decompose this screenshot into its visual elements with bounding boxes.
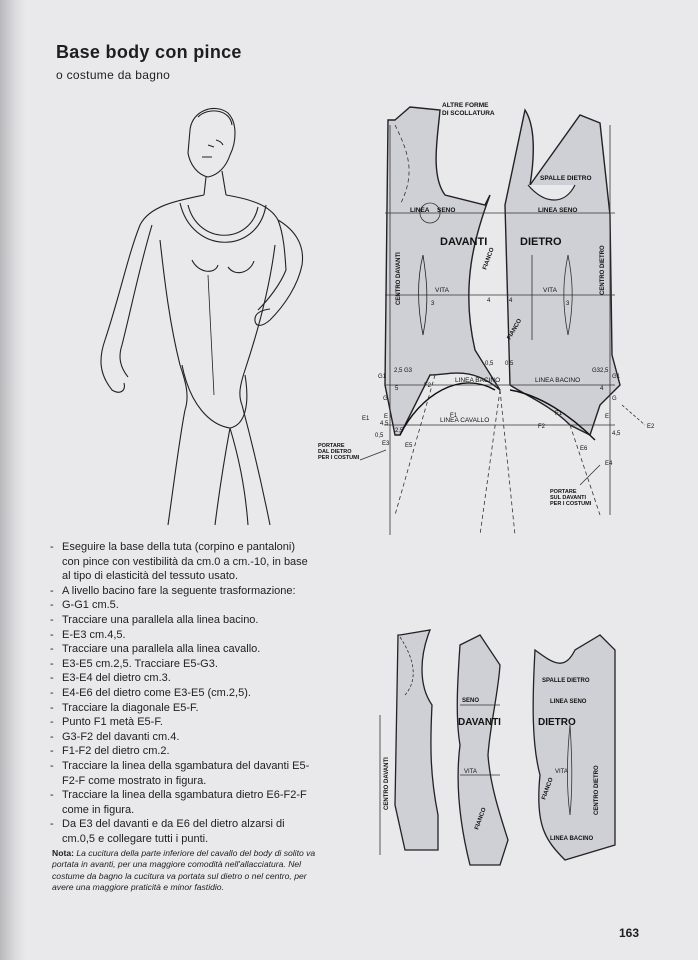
page-number: 163 xyxy=(619,926,640,940)
measure-3b: 3 xyxy=(566,301,570,307)
label-portare-davanti-1: PORTARE xyxy=(550,489,577,495)
point-E5: E5 xyxy=(405,443,413,449)
note-paragraph: Nota: La cucitura della parte inferiore … xyxy=(52,848,327,894)
final-label-spalle-dietro: SPALLE DIETRO xyxy=(542,678,590,684)
label-linea: LINEA xyxy=(410,207,430,214)
instructions-list: -Eseguire la base della tuta (corpino e … xyxy=(50,540,315,846)
instruction-step: -Punto F1 metà E5-F. xyxy=(50,716,163,729)
instruction-step: -G3-F2 del davanti cm.4. xyxy=(50,730,180,743)
final-label-centro-davanti: CENTRO DAVANTI xyxy=(384,757,390,810)
point-F1: F1 xyxy=(450,413,458,419)
instruction-step: -Tracciare la linea della sgambatura die… xyxy=(50,789,307,816)
label-vita-back: VITA xyxy=(543,287,558,294)
page-subtitle: o costume da bagno xyxy=(56,68,171,82)
instruction-step: -Eseguire la base della tuta (corpino e … xyxy=(50,541,308,583)
point-E2: E2 xyxy=(647,424,655,430)
point-G3b: G3 xyxy=(592,368,601,374)
label-linea-cavallo: LINEA CAVALLO xyxy=(440,417,489,424)
label-linea-bacino-front: LINEA BACINO xyxy=(455,377,500,384)
instruction-step: -Tracciare la linea della sgambatura del… xyxy=(50,759,310,787)
measure-4-5b: 4,5 xyxy=(612,431,621,437)
final-label-centro-dietro: CENTRO DIETRO xyxy=(594,765,600,815)
fashion-figure-illustration xyxy=(100,108,304,526)
point-F2b: F2 xyxy=(538,424,546,430)
point-G: G xyxy=(383,396,388,402)
page-title: Base body con pince xyxy=(56,42,242,62)
instruction-step: -F1-F2 del dietro cm.2. xyxy=(50,745,170,758)
front-neck-piece xyxy=(394,629,439,851)
final-pattern-pieces: SPALLE DIETRO SENO LINEA SENO VITA VITA … xyxy=(379,629,616,866)
book-spine-shadow xyxy=(0,0,26,960)
instruction-step: -Da E3 del davanti e da E6 del dietro al… xyxy=(50,818,285,845)
instruction-step: -Tracciare una parallela alla linea baci… xyxy=(50,613,259,626)
label-davanti: DAVANTI xyxy=(440,236,487,248)
measure-4b: 4 xyxy=(509,298,513,304)
measure-5: 5 xyxy=(395,386,399,392)
label-portare-dietro-2: DAL DIETRO xyxy=(318,449,352,455)
final-label-davanti: DAVANTI xyxy=(458,717,501,728)
instruction-step: -E3-E4 del dietro cm.3. xyxy=(50,672,171,685)
measure-2-5: 2,5 xyxy=(394,368,403,374)
label-portare-davanti-2: SUL DAVANTI xyxy=(550,495,587,501)
label-linea-bacino-back: LINEA BACINO xyxy=(535,377,580,384)
label-centro-dietro: CENTRO DIETRO xyxy=(600,245,606,295)
label-portare-davanti-3: PER I COSTUMI xyxy=(550,501,592,507)
point-E3: E3 xyxy=(382,441,390,447)
point-G3: G3 xyxy=(404,368,413,374)
point-G1b: G1 xyxy=(612,374,621,380)
instruction-step: -E4-E6 del dietro come E3-E5 (cm.2,5). xyxy=(50,686,251,699)
final-label-dietro: DIETRO xyxy=(538,717,576,728)
final-label-seno: SENO xyxy=(462,698,479,704)
final-label-vita-front: VITA xyxy=(464,769,477,775)
instruction-step: -G-G1 cm.5. xyxy=(50,599,119,612)
label-linea-seno: LINEA SENO xyxy=(538,207,578,214)
point-G1: G1 xyxy=(378,374,387,380)
instruction-step: -Tracciare una parallela alla linea cava… xyxy=(50,643,261,656)
instruction-step: -A livello bacino fare la seguente trasf… xyxy=(50,584,296,597)
instruction-step: -E3-E5 cm.2,5. Tracciare E5-G3. xyxy=(50,657,218,670)
instruction-step: -E-E3 cm.4,5. xyxy=(50,628,126,641)
label-portare-dietro-3: PER I COSTUMI xyxy=(318,455,360,461)
point-E: E xyxy=(384,414,388,420)
label-fianco-upper: FIANCO xyxy=(482,247,496,271)
measure-2-5c: 2,5 xyxy=(600,368,609,374)
measure-4-5: 4,5 xyxy=(380,421,389,427)
final-label-vita-back: VITA xyxy=(555,769,568,775)
point-E4: E4 xyxy=(605,461,613,467)
bodysuit-pattern-draft: ALTRE FORME DI SCOLLATURA SPALLE DIETRO … xyxy=(318,102,655,535)
front-side-piece xyxy=(456,634,509,866)
label-seno: SENO xyxy=(437,207,455,214)
final-label-linea-bacino: LINEA BACINO xyxy=(550,836,593,842)
measure-0-5: 0,5 xyxy=(375,433,384,439)
label-centro-davanti: CENTRO DAVANTI xyxy=(396,252,402,305)
back-piece xyxy=(532,634,616,861)
measure-3: 3 xyxy=(431,301,435,307)
front-pattern-piece xyxy=(384,106,501,436)
label-altre-forme: ALTRE FORME xyxy=(442,102,489,109)
point-Eb: E xyxy=(605,414,609,420)
instruction-step: -Tracciare la diagonale E5-F. xyxy=(50,701,199,714)
label-di-scollatura: DI SCOLLATURA xyxy=(442,110,495,117)
label-spalle-dietro: SPALLE DIETRO xyxy=(540,175,592,182)
measure-4: 4 xyxy=(487,298,491,304)
note-text: La cucitura della parte inferiore del ca… xyxy=(52,848,316,893)
label-portare-dietro-1: PORTARE xyxy=(318,443,345,449)
measure-4c: 4 xyxy=(600,386,604,392)
point-E6: E6 xyxy=(580,446,588,452)
note-label: Nota: xyxy=(52,848,74,858)
measure-0-5c: 0,5 xyxy=(505,361,514,367)
point-F2: F2 xyxy=(424,383,432,389)
final-label-linea-seno: LINEA SENO xyxy=(550,699,587,705)
point-Gb: G xyxy=(612,396,617,402)
point-E1: E1 xyxy=(362,416,370,422)
measure-0-5b: 0,5 xyxy=(485,361,494,367)
point-F1b: F1 xyxy=(555,411,563,417)
label-vita-front: VITA xyxy=(435,287,450,294)
measure-2-5b: 2,5 xyxy=(395,428,404,434)
label-dietro: DIETRO xyxy=(520,236,562,248)
